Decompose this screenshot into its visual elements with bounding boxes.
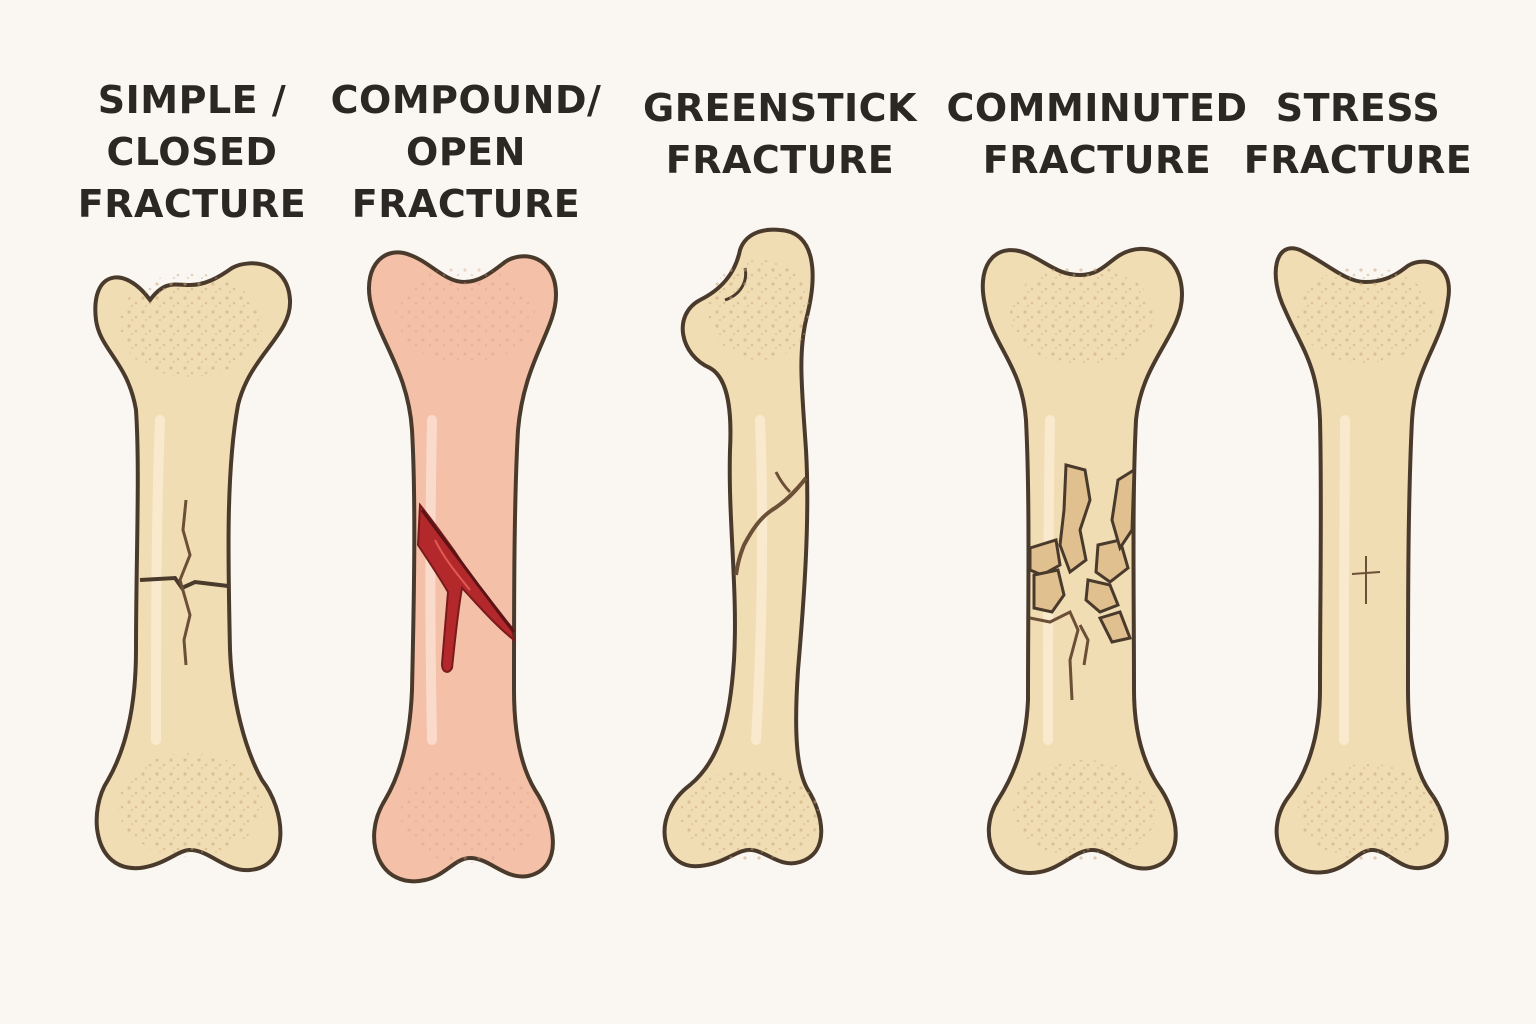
label-comminuted-fracture: COMMINUTED FRACTURE [946,82,1247,186]
spongy-bone-bottom [1298,764,1438,860]
bone-fragment [1097,610,1133,644]
spongy-bone-top [1010,265,1154,365]
crack-line [1078,624,1090,666]
shaft-highlight [751,415,768,745]
crack-line [178,499,192,666]
bone-fragment [1058,463,1092,575]
label-line: COMMINUTED [946,86,1248,130]
label-compound-open-fracture: COMPOUND/ OPEN FRACTURE [331,74,602,230]
label-line: FRACTURE [351,182,581,226]
label-line: FRACTURE [77,182,307,226]
bone-fragment [1084,578,1120,614]
spongy-bone-top [118,273,262,377]
label-line: COMPOUND/ [330,78,602,122]
label-line: STRESS [1275,86,1441,130]
blood-streak [434,539,471,591]
label-stress-fracture: STRESS FRACTURE [1244,82,1473,186]
open-fracture-bone-icon [366,250,559,884]
stress-fracture-bone-icon [1273,246,1451,875]
spongy-bone-top [395,267,535,363]
greenstick-fracture-bone-icon [662,227,824,869]
label-simple-closed-fracture: SIMPLE / CLOSED FRACTURE [78,74,307,230]
crack-line [1029,609,1080,701]
label-line: FRACTURE [1243,138,1473,182]
label-line: FRACTURE [665,138,895,182]
bone-outline [1273,246,1451,875]
bone-fragment [1032,568,1066,614]
hairline-stress-crack [1351,556,1381,604]
label-line: OPEN [406,130,526,174]
spongy-bone-bottom [680,770,820,860]
spongy-bone-bottom [118,753,262,857]
spongy-bone-bottom [397,767,537,863]
shaft-highlight [1339,415,1350,745]
greenstick-crack [734,476,808,576]
spongy-bone-top [708,260,812,360]
label-line: GREENSTICK [643,86,917,130]
shaft-highlight [425,415,437,745]
spongy-bone-bottom [1013,760,1157,860]
bone-fragment [1110,467,1136,552]
crack-branch [774,471,792,494]
label-line: CLOSED [106,130,278,174]
label-greenstick-fracture: GREENSTICK FRACTURE [643,82,917,186]
label-line: FRACTURE [982,138,1212,182]
fracture-line [420,509,516,633]
spongy-bone-top [1297,267,1433,363]
bone-outline [93,261,293,873]
closed-fracture-bone-icon [93,261,293,873]
label-line: SIMPLE / [97,78,287,122]
comminuted-fracture-bone-icon [980,246,1185,875]
